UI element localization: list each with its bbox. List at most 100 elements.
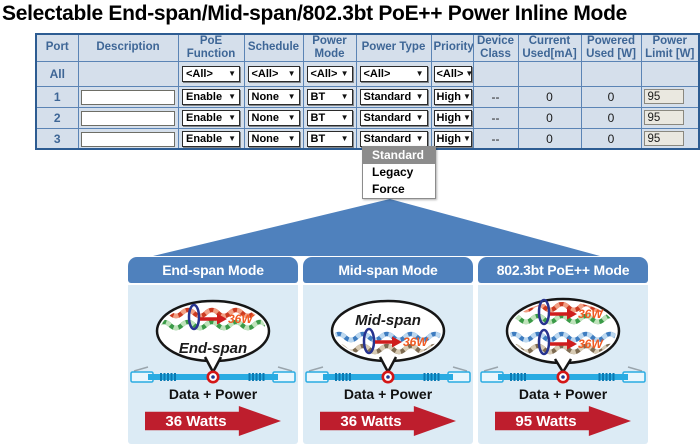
description-input[interactable] <box>81 90 175 106</box>
data-power-label: Data + Power <box>343 386 433 402</box>
schedule-select[interactable]: None▼ <box>247 109 300 126</box>
power-arrow-icon <box>550 308 577 320</box>
power-limit-input[interactable] <box>643 110 684 126</box>
port-cell: 3 <box>35 127 79 150</box>
power-loop-icon <box>187 303 201 331</box>
col-header-power-type: Power Type <box>355 33 432 62</box>
dropdown-arrow-icon: ▼ <box>415 69 424 79</box>
watts-label: 95 Watts <box>515 412 577 430</box>
col-header-powered-used: Powered Used [W] <box>580 33 642 62</box>
powered-used-cell: 0 <box>580 85 642 108</box>
description-input[interactable] <box>81 132 175 147</box>
port-cell: 1 <box>35 85 79 108</box>
dropdown-arrow-icon: ▼ <box>340 113 349 123</box>
page-title: Selectable End-span/Mid-span/802.3bt PoE… <box>2 2 627 25</box>
current-used-cell: 0 <box>517 127 582 150</box>
power-limit-input[interactable] <box>643 131 684 146</box>
panel-midspan-mode: Mid-span Mode Mid-span 36W <box>303 257 473 444</box>
priority-select[interactable]: High▼ <box>433 88 472 105</box>
priority-select[interactable]: High▼ <box>433 130 472 147</box>
power-type-select[interactable]: Standard▼ <box>359 109 428 126</box>
cable-graphic <box>480 366 646 384</box>
powered-used-cell: 0 <box>580 127 642 150</box>
col-header-power-mode: Power Mode <box>302 33 357 62</box>
pair-power-label: 36W <box>228 312 254 326</box>
port-cell: All <box>35 60 79 87</box>
pair-power-label: 36W <box>578 307 604 321</box>
speech-bubble <box>330 299 446 363</box>
col-header-power-limit: Power Limit [W] <box>640 33 700 62</box>
table-row-port-1: 1 Enable▼ None▼ BT▼ Standard▼ High▼ -- 0… <box>35 85 700 108</box>
dropdown-arrow-icon: ▼ <box>228 134 236 143</box>
power-type-select[interactable]: Standard▼ <box>359 88 428 105</box>
dropdown-option-legacy[interactable]: Legacy <box>372 165 414 179</box>
power-type-dropdown-list: Standard Legacy Force <box>362 146 436 199</box>
schedule-select-all[interactable]: <All>▼ <box>247 65 300 82</box>
dropdown-arrow-icon: ▼ <box>228 113 236 123</box>
dropdown-arrow-icon: ▼ <box>287 92 296 102</box>
pair-power-label: 36W <box>578 337 604 351</box>
cable-graphic <box>305 366 471 384</box>
dropdown-arrow-icon: ▼ <box>462 113 471 123</box>
power-loop-icon <box>362 327 376 355</box>
dropdown-arrow-icon: ▼ <box>287 69 296 79</box>
poe-function-select[interactable]: Enable▼ <box>182 130 240 147</box>
dropdown-arrow-icon: ▼ <box>462 134 471 143</box>
current-used-cell: 0 <box>517 85 582 108</box>
dropdown-option-force[interactable]: Force <box>372 182 405 196</box>
power-type-select-open[interactable]: Standard▼ <box>359 130 428 147</box>
power-limit-input[interactable] <box>643 89 684 105</box>
power-arrow-icon <box>550 338 577 350</box>
dropdown-option-standard[interactable]: Standard <box>363 147 435 164</box>
priority-select-all[interactable]: <All>▼ <box>433 65 473 82</box>
watts-arrow: 36 Watts <box>320 406 456 436</box>
data-power-label: Data + Power <box>168 386 258 402</box>
table-row-port-2: 2 Enable▼ None▼ BT▼ Standard▼ High▼ -- 0… <box>35 106 700 129</box>
power-type-select-all[interactable]: <All>▼ <box>359 65 428 82</box>
power-mode-select-all[interactable]: <All>▼ <box>306 65 353 82</box>
schedule-select[interactable]: None▼ <box>247 88 300 105</box>
col-header-port: Port <box>35 33 79 62</box>
power-loop-icon <box>537 328 551 356</box>
midspan-diagram: Mid-span 36W <box>305 299 471 384</box>
col-header-priority: Priority <box>430 33 474 62</box>
table-header-row: Port Description PoE Function Schedule P… <box>35 33 700 62</box>
power-mode-select[interactable]: BT▼ <box>306 109 353 126</box>
dropdown-arrow-icon: ▼ <box>462 92 471 102</box>
power-loop-icon <box>537 298 551 326</box>
dropdown-arrow-icon: ▼ <box>340 134 349 143</box>
dropdown-arrow-icon: ▼ <box>340 92 349 102</box>
dropdown-arrow-icon: ▼ <box>415 113 424 123</box>
dropdown-arrow-icon: ▼ <box>415 134 424 143</box>
watts-arrow: 36 Watts <box>145 406 281 436</box>
pair-power-label: 36W <box>403 335 429 349</box>
poe-plus-plus-diagram: 36W 36W <box>480 297 646 384</box>
poe-function-select-all[interactable]: <All>▼ <box>182 65 240 82</box>
bubble-tail <box>553 358 573 374</box>
dropdown-arrow-icon: ▼ <box>465 69 473 79</box>
panel-8023bt-mode: 802.3bt PoE++ Mode <box>478 257 648 444</box>
col-header-device-class: Device Class <box>472 33 519 62</box>
poe-config-table: Port Description PoE Function Schedule P… <box>35 33 700 151</box>
poe-function-select[interactable]: Enable▼ <box>182 109 240 126</box>
col-header-description: Description <box>77 33 179 62</box>
priority-select[interactable]: High▼ <box>433 109 472 126</box>
power-mode-select[interactable]: BT▼ <box>306 130 353 147</box>
description-input[interactable] <box>81 111 175 127</box>
table-row-all: All <All>▼ <All>▼ <All>▼ <All>▼ <All>▼ <box>35 60 700 87</box>
power-mode-select[interactable]: BT▼ <box>306 88 353 105</box>
dropdown-arrow-icon: ▼ <box>287 134 296 143</box>
endspan-diagram: End-span 36W <box>130 299 296 384</box>
bubble-label: End-span <box>179 340 247 357</box>
schedule-select[interactable]: None▼ <box>247 130 300 147</box>
bubble-tail <box>203 356 223 374</box>
bubble-label: Mid-span <box>355 312 421 329</box>
data-power-label: Data + Power <box>518 386 608 402</box>
table-row-port-3: 3 Enable▼ None▼ BT▼ Standard▼ High▼ -- 0… <box>35 127 700 150</box>
panel-title: 802.3bt PoE++ Mode <box>478 257 648 283</box>
bubble-tail <box>378 356 398 374</box>
col-header-current-used: Current Used[mA] <box>517 33 582 62</box>
poe-function-select[interactable]: Enable▼ <box>182 88 240 105</box>
device-class-cell: -- <box>472 106 519 129</box>
